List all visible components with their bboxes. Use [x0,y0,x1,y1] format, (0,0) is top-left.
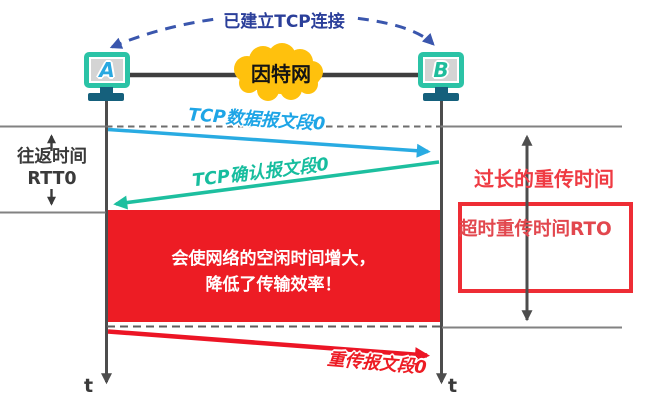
monitor-icon-a: A [84,52,130,88]
rtt-label-line2: RTT0 [27,169,77,189]
data-segment-label: TCP数据报文段0 [187,105,326,135]
retransmit-segment-arrow [107,329,430,363]
warning-text-line2: 降低了传输效率！ [205,275,342,295]
ack-segment-label: TCP确认报文段0 [191,154,330,192]
warning-box: 会使网络的空闲时间增大， 降低了传输效率！ [107,210,440,322]
rto-outline-box [458,202,633,293]
monitor-a-stand-base [88,93,124,101]
retransmit-segment-label: 重传报文段0 [326,349,428,379]
connection-established-label: 已建立TCP连接 [215,11,353,35]
host-a-label: A [99,58,115,82]
time-axis-a-label: t [84,375,94,397]
monitor-a-stand-neck [100,87,113,94]
time-axis-b-label: t [448,375,458,397]
monitor-b-stand-neck [435,87,448,94]
rtt-label-line1: 往返时间 [17,147,87,167]
data-segment-arrow [107,127,431,158]
internet-label: 因特网 [251,62,311,86]
warning-text-line1: 会使网络的空闲时间增大， [171,249,376,269]
monitor-b-stand-base [423,93,459,101]
host-b-label: B [433,58,449,82]
monitor-icon-b: B [418,52,464,88]
rto-box-label: 超时重传时间RTO [459,219,612,240]
rto-caption: 过长的重传时间 [474,167,614,191]
